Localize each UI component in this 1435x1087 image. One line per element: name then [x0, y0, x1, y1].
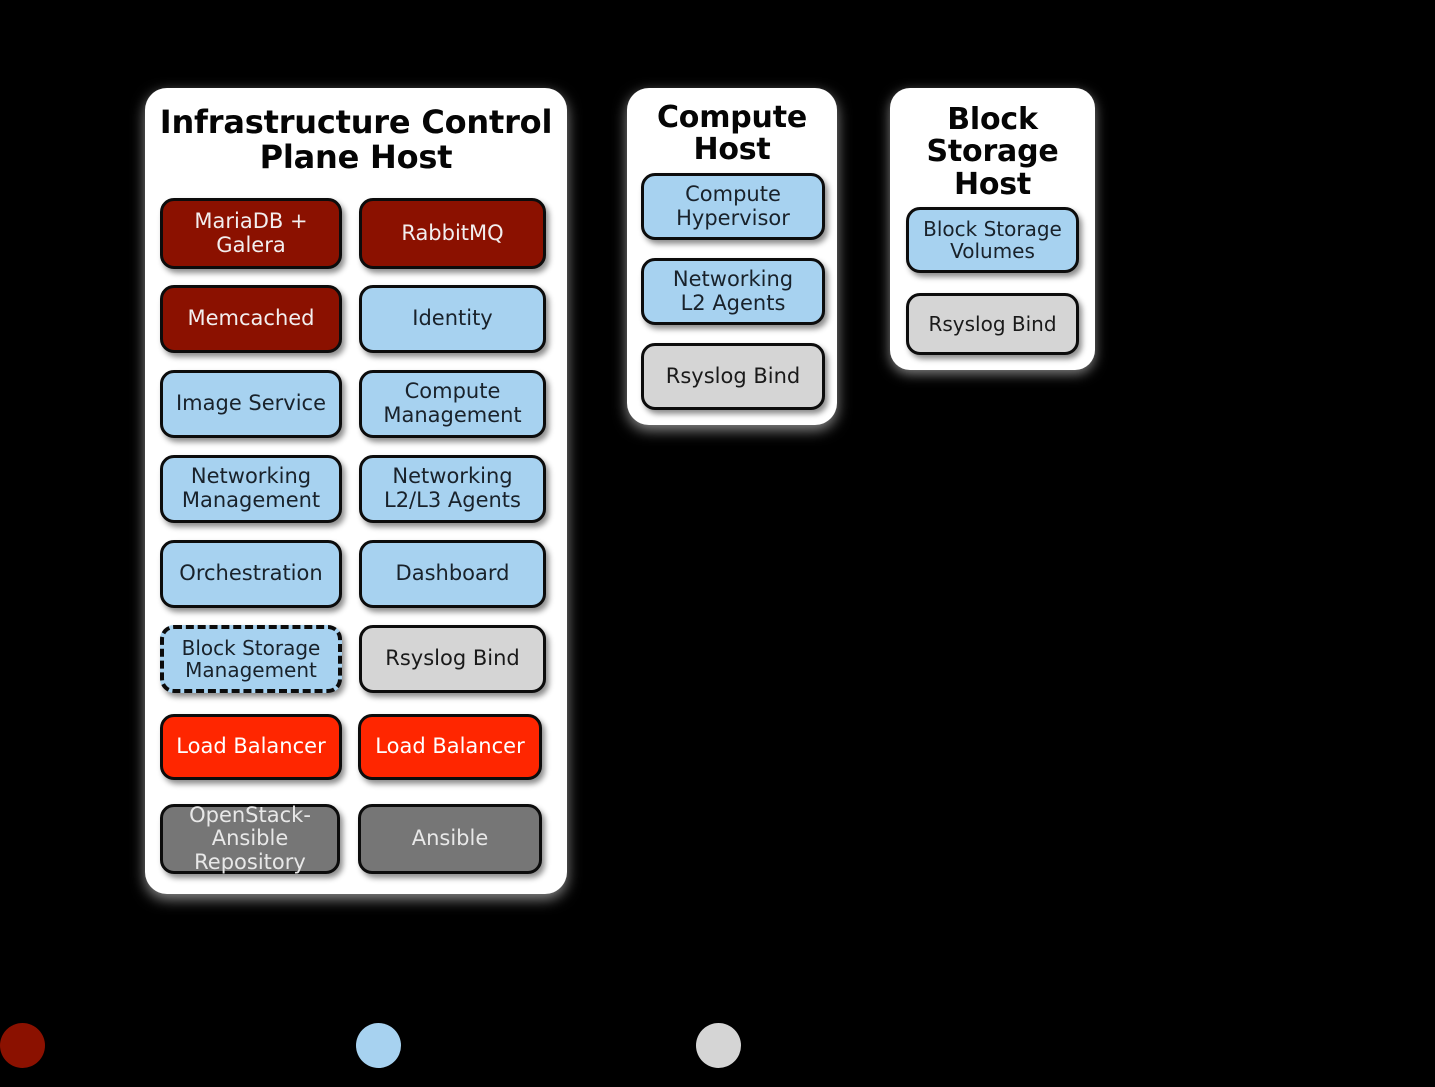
service-box-load-balancer-right[interactable]: Load Balancer [358, 714, 542, 780]
service-box-openstack-ansible-repository[interactable]: OpenStack- Ansible Repository [160, 802, 340, 874]
service-box-load-balancer-left[interactable]: Load Balancer [160, 714, 342, 780]
service-label: Compute Hypervisor [676, 181, 790, 230]
service-label: Block Storage Management [181, 635, 321, 682]
panel-title-block-storage-host: Block Storage Host [926, 102, 1059, 202]
service-box-rabbitmq[interactable]: RabbitMQ [359, 198, 546, 269]
panel-title-compute-host: Compute Host [656, 100, 807, 168]
service-label: Load Balancer [176, 734, 326, 759]
service-label: Rsyslog Bind [385, 646, 520, 671]
legend-swatch-light-gray [696, 1023, 741, 1068]
service-label: Ansible [411, 826, 489, 851]
service-label: Dashboard [395, 561, 510, 586]
service-label: Networking L2/L3 Agents [384, 464, 521, 512]
service-box-rsyslog-bind[interactable]: Rsyslog Bind [906, 293, 1079, 355]
service-box-identity[interactable]: Identity [359, 285, 546, 353]
service-label: Identity [412, 306, 493, 331]
service-box-rsyslog-bind[interactable]: Rsyslog Bind [359, 625, 546, 693]
service-box-orchestration[interactable]: Orchestration [160, 540, 342, 608]
panel-compute-host: Compute Host Compute Hypervisor Networki… [627, 88, 837, 425]
panel-infrastructure-control-plane-host: Infrastructure Control Plane Host MariaD… [145, 88, 567, 894]
service-box-networking-l2-l3-agents[interactable]: Networking L2/L3 Agents [359, 455, 546, 523]
service-box-compute-management[interactable]: Compute Management [359, 370, 546, 438]
service-label: Networking Management [181, 464, 321, 512]
service-label: Memcached [187, 306, 315, 331]
service-box-ansible[interactable]: Ansible [358, 804, 542, 874]
service-box-block-storage-management[interactable]: Block Storage Management [160, 625, 342, 693]
service-box-image-service[interactable]: Image Service [160, 370, 342, 438]
service-label: Load Balancer [375, 734, 525, 759]
service-box-rsyslog-bind[interactable]: Rsyslog Bind [641, 343, 825, 410]
panel-title-infrastructure-control-plane-host: Infrastructure Control Plane Host [159, 103, 553, 176]
legend-swatch-light-blue [356, 1023, 401, 1068]
service-box-mariadb-galera[interactable]: MariaDB + Galera [160, 198, 342, 269]
panel-block-storage-host: Block Storage Host Block Storage Volumes… [890, 88, 1095, 370]
legend-swatch-dark-red [0, 1023, 45, 1068]
service-box-compute-hypervisor[interactable]: Compute Hypervisor [641, 173, 825, 240]
service-label: Block Storage Volumes [923, 216, 1062, 263]
service-box-memcached[interactable]: Memcached [160, 285, 342, 353]
service-label: Rsyslog Bind [928, 311, 1057, 336]
service-label: Compute Management [383, 379, 522, 427]
service-label: MariaDB + Galera [194, 208, 308, 257]
service-box-dashboard[interactable]: Dashboard [359, 540, 546, 608]
service-label: Orchestration [179, 561, 323, 586]
service-box-networking-management[interactable]: Networking Management [160, 455, 342, 523]
service-label: RabbitMQ [401, 220, 504, 245]
service-box-block-storage-volumes[interactable]: Block Storage Volumes [906, 207, 1079, 273]
service-label: Image Service [175, 391, 327, 416]
service-label: OpenStack- Ansible Repository [189, 802, 311, 874]
service-label: Networking L2 Agents [672, 266, 794, 315]
service-box-networking-l2-agents[interactable]: Networking L2 Agents [641, 258, 825, 325]
service-label: Rsyslog Bind [665, 363, 801, 388]
